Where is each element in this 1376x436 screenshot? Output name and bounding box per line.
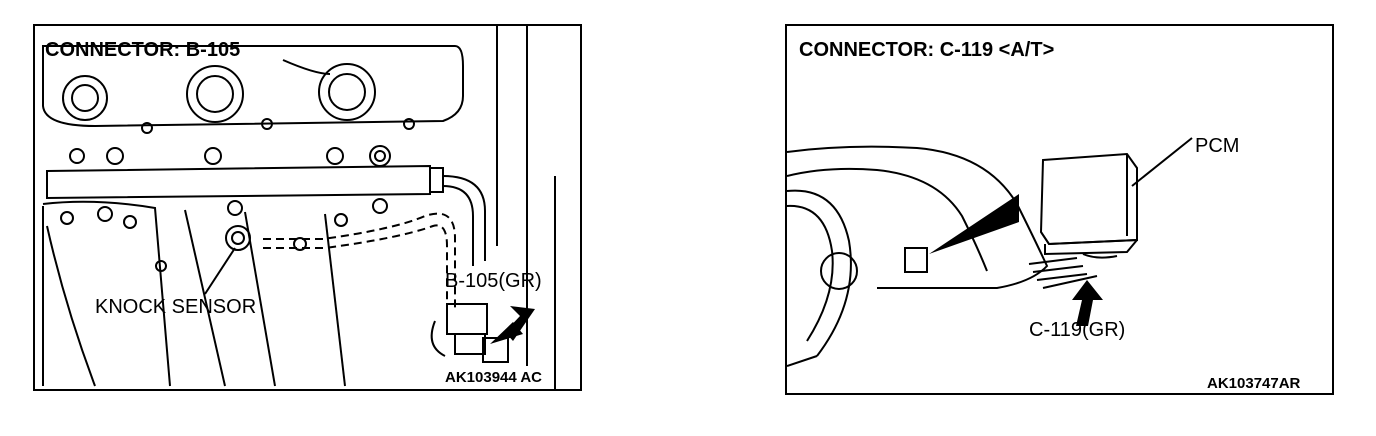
figure-code-right: AK103747AR xyxy=(1207,375,1301,392)
connector-b105-panel: CONNECTOR: B-105 B-105(GR) KNOCK SENSOR … xyxy=(33,24,582,391)
knock-sensor-label: KNOCK SENSOR xyxy=(95,296,257,318)
connector-label-b105: B-105(GR) xyxy=(445,270,542,292)
engine-illustration xyxy=(42,26,556,389)
connector-c119-panel: CONNECTOR: C-119 <A/T> PCM C-119(GR) AK1… xyxy=(785,24,1334,395)
connector-label-c119: C-119(GR) xyxy=(1029,319,1126,341)
panel-title-c119: CONNECTOR: C-119 <A/T> xyxy=(799,39,1055,61)
pcm-label: PCM xyxy=(1195,135,1240,157)
panel-title-b105: CONNECTOR: B-105 xyxy=(45,39,241,61)
pcm-illustration xyxy=(787,137,1193,367)
figure-code-left: AK103944 AC xyxy=(445,369,542,386)
